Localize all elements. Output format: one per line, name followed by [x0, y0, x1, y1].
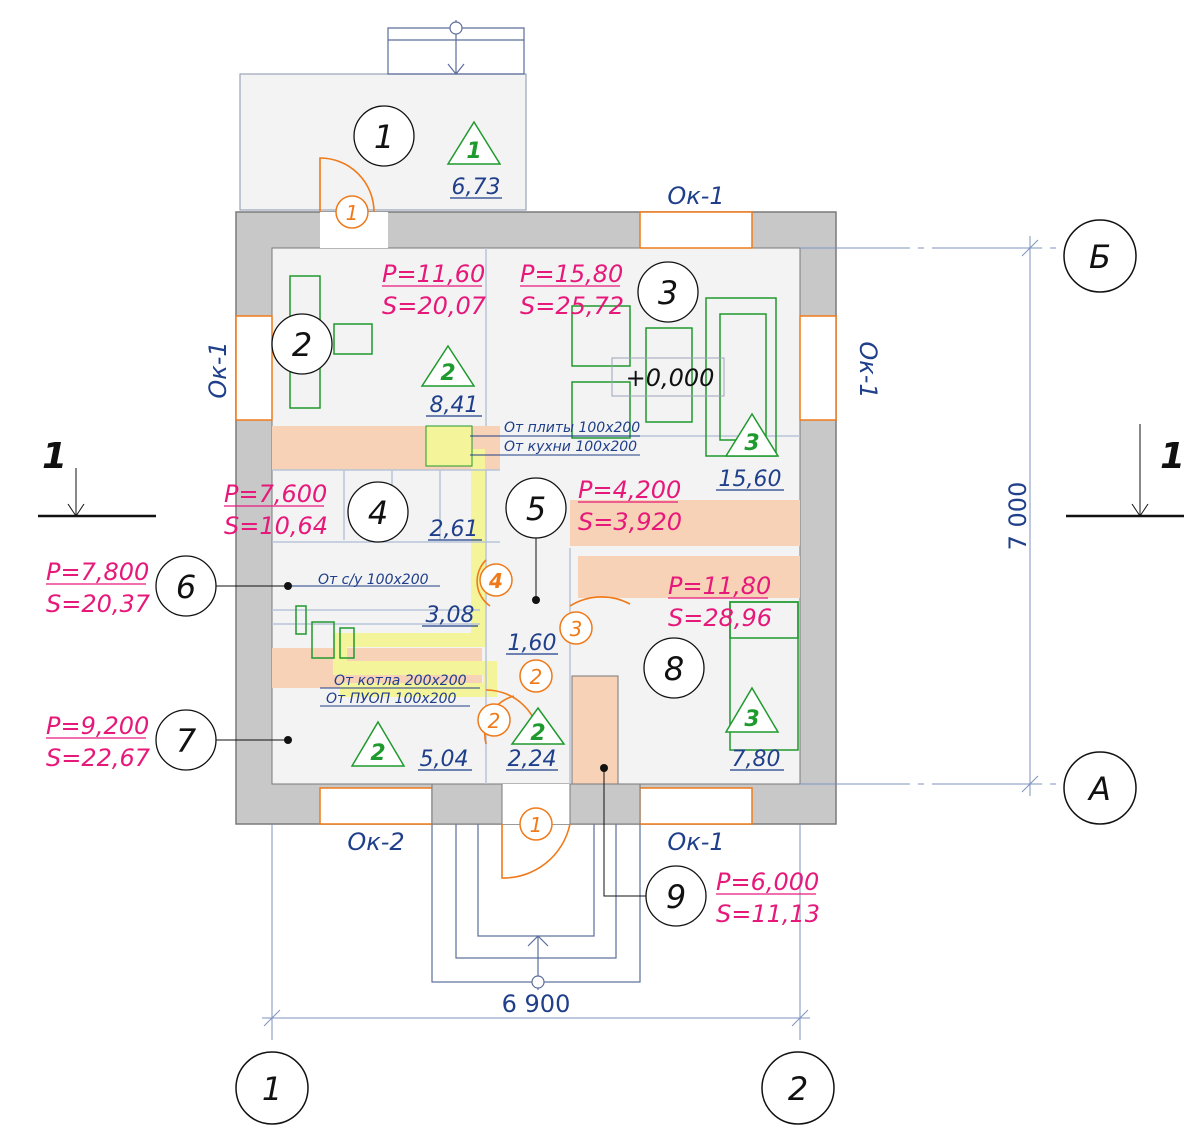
- room-num-9: 9: [666, 878, 686, 916]
- area-room-1: 6,73: [452, 175, 501, 200]
- area-boiler: 5,04: [420, 747, 469, 772]
- s-room-3: S=25,72: [520, 292, 624, 320]
- room-num-1: 1: [374, 118, 394, 156]
- triangles: [350, 120, 780, 767]
- room-num-5: 5: [526, 490, 546, 528]
- wall-blocks: [431, 783, 641, 825]
- room-num-6: 6: [176, 568, 196, 606]
- door-hall: 2: [530, 665, 543, 689]
- p-room-3: P=15,80: [520, 260, 623, 288]
- axis-2: 2: [788, 1070, 808, 1108]
- window-right: Ок-1: [854, 341, 882, 398]
- door-front: 1: [530, 813, 543, 837]
- window-left: Ок-1: [204, 341, 232, 398]
- room-num-7: 7: [176, 722, 197, 760]
- note-wc: От с/у 100х200: [318, 572, 429, 588]
- note-stove: От плиты 100х200: [504, 420, 640, 436]
- circle-leaders: [216, 538, 646, 897]
- axis-b: Б: [1089, 238, 1111, 276]
- p-underlines: [46, 285, 816, 895]
- section-marks: [38, 424, 1184, 518]
- leader-lines: [282, 357, 725, 707]
- section-label-right: 1: [1160, 436, 1185, 477]
- room-num-2: 2: [292, 326, 312, 364]
- door-hall2: 2: [488, 709, 501, 733]
- note-puop: От ПУОП 100х200: [326, 691, 457, 707]
- door-bed: 3: [570, 617, 583, 641]
- door-circles: [335, 195, 593, 841]
- tri-room-8: 3: [744, 707, 759, 732]
- s-room-2: S=20,07: [382, 292, 487, 320]
- axis-circles: [235, 219, 1137, 1125]
- dim-width: 6 900: [502, 990, 571, 1018]
- room-num-8: 8: [664, 650, 684, 688]
- s-room-7: S=22,67: [46, 744, 151, 772]
- area-wc: 3,08: [426, 603, 475, 628]
- room-num-3: 3: [658, 274, 678, 312]
- p-room-7: P=9,200: [46, 712, 149, 740]
- door-wc: 4: [488, 569, 503, 593]
- tri-corr: 2: [530, 721, 545, 746]
- s-room-9: S=11,13: [716, 900, 820, 928]
- tri-room-3: 3: [744, 431, 759, 456]
- area-room-2: 8,41: [430, 393, 479, 418]
- p-room-4: P=7,600: [224, 480, 327, 508]
- window-top: Ок-1: [667, 182, 724, 210]
- p-room-6: P=7,800: [46, 558, 149, 586]
- dim-height: 7 000: [1004, 482, 1032, 551]
- section-label-left: 1: [42, 436, 67, 477]
- tri-room-1: 1: [466, 139, 481, 164]
- s-room-6: S=20,37: [46, 590, 151, 618]
- axis-1: 1: [262, 1070, 282, 1108]
- axis-lines: [262, 236, 1062, 1040]
- level-mark: +0,000: [626, 364, 715, 392]
- note-kitchen: От кухни 100х200: [504, 439, 637, 455]
- note-boiler: От котла 200х200: [334, 673, 467, 689]
- window-bottom-left: Ок-2: [347, 828, 404, 856]
- p-room-5: P=4,200: [578, 476, 681, 504]
- axis-a: А: [1087, 770, 1111, 808]
- area-room-8: 7,80: [732, 747, 781, 772]
- area-room-3: 15,60: [719, 467, 782, 492]
- bottom-porch: [431, 821, 641, 990]
- area-hall: 1,60: [508, 631, 557, 656]
- area-corr: 2,24: [508, 747, 557, 772]
- room-circles: [155, 105, 707, 927]
- s-room-8: S=28,96: [668, 604, 772, 632]
- door-entry: 1: [346, 201, 359, 225]
- window-bottom-right: Ок-1: [667, 828, 724, 856]
- p-room-8: P=11,80: [668, 572, 771, 600]
- s-room-5: S=3,920: [578, 508, 682, 536]
- s-room-4: S=10,64: [224, 512, 328, 540]
- area-underlines: [418, 197, 784, 771]
- p-room-9: P=6,000: [716, 868, 819, 896]
- p-room-2: P=11,60: [382, 260, 485, 288]
- leader-dots: [284, 582, 608, 772]
- window-openings: [235, 211, 837, 825]
- room-num-4: 4: [368, 494, 388, 532]
- tri-room-2: 2: [440, 361, 455, 386]
- area-room-4: 2,61: [430, 517, 479, 542]
- tri-boiler: 2: [370, 741, 385, 766]
